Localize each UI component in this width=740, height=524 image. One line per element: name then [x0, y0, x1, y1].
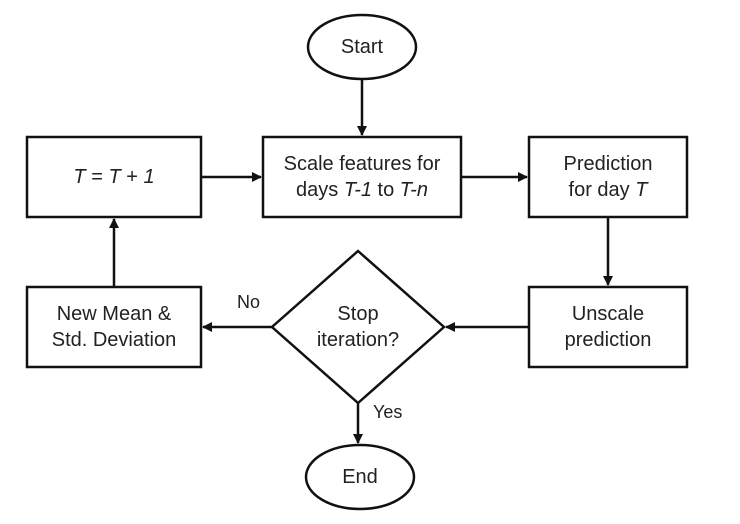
decision-line1: Stop	[337, 303, 379, 325]
text-segment: T	[108, 166, 121, 188]
scale-features-line1: Scale features for	[283, 153, 441, 175]
end-terminal	[304, 443, 416, 511]
start-text: Start	[340, 36, 384, 58]
text-segment: days	[296, 179, 344, 201]
new-mean-line2: Std. Deviation	[51, 329, 177, 351]
increment-text: T = T + 1	[73, 164, 154, 190]
unscale-line1: Unscale	[571, 303, 645, 325]
end-label: End	[306, 445, 414, 509]
prediction-line1: Prediction	[563, 153, 653, 175]
prediction-label: Prediction for day T	[529, 137, 687, 217]
unscale-label: Unscale prediction	[529, 287, 687, 367]
prediction-line2: for day T	[564, 177, 653, 203]
scale-features-line2: days T-1 to T-n	[284, 177, 441, 203]
new-mean-box	[25, 285, 203, 369]
prediction-box	[527, 135, 689, 219]
unscale-box	[527, 285, 689, 369]
end-text: End	[342, 466, 378, 488]
increment-box	[25, 135, 203, 219]
increment-label: T = T + 1	[27, 137, 201, 217]
yes-edge-label: Yes	[373, 402, 403, 422]
text-segment: T	[73, 166, 86, 188]
text-segment: T-n	[399, 179, 428, 201]
start-label: Start	[308, 15, 416, 79]
scale-features-box	[261, 135, 463, 219]
text-segment: 1	[143, 166, 155, 188]
decision-label: Stop iteration?	[286, 287, 430, 367]
text-segment: for day	[568, 179, 636, 201]
text-segment: T-1	[343, 179, 372, 201]
text-segment: +	[120, 166, 144, 188]
new-mean-label: New Mean & Std. Deviation	[27, 287, 201, 367]
unscale-line2: prediction	[564, 329, 652, 351]
scale-features-label: Scale features for days T-1 to T-n	[263, 137, 461, 217]
text-segment: T	[635, 179, 648, 201]
no-edge-label: No	[237, 292, 261, 312]
new-mean-line1: New Mean &	[56, 303, 172, 325]
text-segment: =	[85, 166, 109, 188]
decision-line2: iteration?	[316, 329, 400, 351]
text-segment: to	[372, 179, 400, 201]
